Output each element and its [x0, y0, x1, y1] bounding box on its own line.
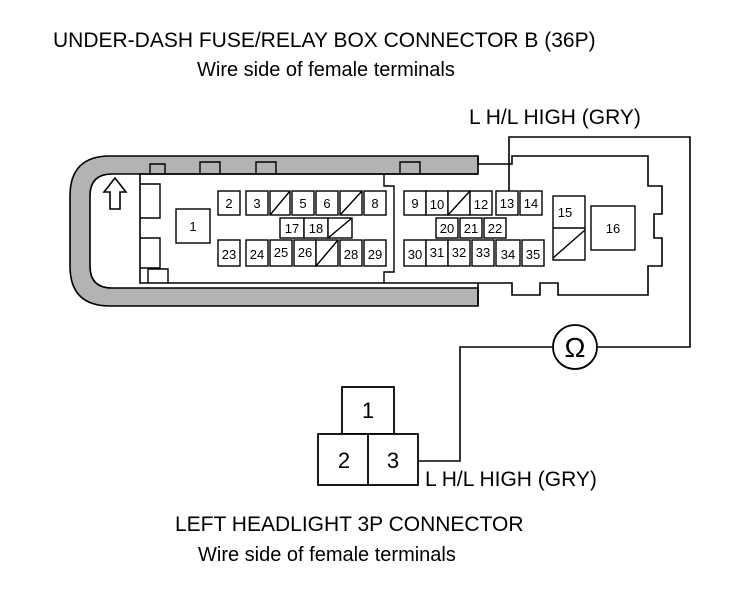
terminal-17-label: 17: [285, 221, 299, 236]
terminal-12-label: 12: [474, 197, 488, 212]
headlight-terminal-2-label: 2: [338, 448, 350, 473]
terminal-16-label: 16: [606, 221, 620, 236]
terminal-35-label: 35: [526, 247, 540, 262]
terminal-6-label: 6: [323, 196, 330, 211]
terminal-10-label: 10: [430, 197, 444, 212]
terminal-9-label: 9: [411, 196, 418, 211]
terminal-28-label: 28: [344, 247, 358, 262]
terminal-30-label: 30: [408, 247, 422, 262]
headlight-terminal-1-label: 1: [362, 398, 374, 423]
terminal-20-label: 20: [440, 221, 454, 236]
terminal-8-label: 8: [371, 196, 378, 211]
terminal-5-label: 5: [299, 196, 306, 211]
bottom-wire-label: L H/L HIGH (GRY): [425, 468, 597, 491]
terminal-26-label: 26: [298, 245, 312, 260]
terminal-15-label: 15: [558, 205, 572, 220]
top-connector-subtitle: Wire side of female terminals: [197, 59, 455, 81]
terminal-3-label: 3: [253, 196, 260, 211]
terminal-29-label: 29: [368, 247, 382, 262]
top-terminal-numbers: 1 2 3 5 6 8 17 18 23 24 25 26 28 29 9 10…: [189, 196, 620, 262]
terminal-14-label: 14: [524, 196, 538, 211]
terminal-34-label: 34: [501, 247, 515, 262]
terminal-31-label: 31: [430, 245, 444, 260]
terminal-24-label: 24: [250, 247, 264, 262]
terminal-1-label: 1: [189, 219, 196, 234]
terminal-18-label: 18: [309, 221, 323, 236]
bottom-connector-subtitle: Wire side of female terminals: [198, 544, 456, 566]
terminal-33-label: 33: [476, 245, 490, 260]
terminal-25-label: 25: [274, 245, 288, 260]
terminal-22-label: 22: [488, 221, 502, 236]
terminal-13-label: 13: [500, 196, 514, 211]
terminal-2-label: 2: [225, 196, 232, 211]
test-leads: [418, 136, 691, 462]
empty-cavity-marks: [269, 190, 586, 267]
bottom-connector-housing: [317, 386, 419, 486]
bottom-terminal-numbers: 1 2 3: [338, 398, 399, 473]
top-terminals: [175, 190, 636, 267]
up-arrow-icon: [102, 176, 128, 210]
terminal-21-label: 21: [464, 221, 478, 236]
bottom-connector-title: LEFT HEADLIGHT 3P CONNECTOR: [175, 513, 524, 536]
top-wire-label: L H/L HIGH (GRY): [469, 106, 641, 129]
top-connector-housing: [69, 155, 663, 307]
terminal-32-label: 32: [452, 245, 466, 260]
terminal-23-label: 23: [222, 247, 236, 262]
headlight-terminal-3-label: 3: [387, 448, 399, 473]
svg-text:Ω: Ω: [565, 332, 586, 363]
ohmmeter-icon: Ω: [552, 324, 598, 370]
top-connector-title: UNDER-DASH FUSE/RELAY BOX CONNECTOR B (3…: [53, 29, 596, 52]
